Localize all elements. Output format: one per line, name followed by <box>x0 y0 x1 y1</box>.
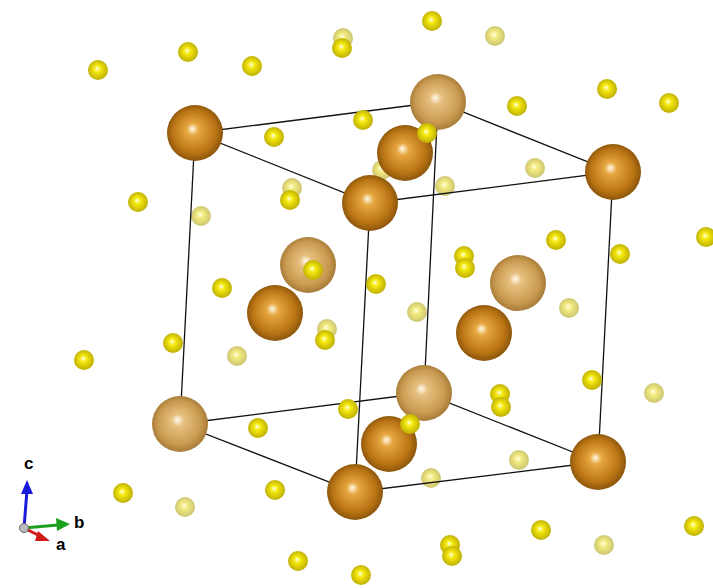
yellow-atoms-front <box>303 123 437 434</box>
metal-atoms-back <box>152 74 546 452</box>
axis-label: a <box>56 536 65 553</box>
yellow-atoms <box>74 11 713 585</box>
axis-label: b <box>74 514 84 531</box>
unit-cell <box>180 102 613 492</box>
metal-atoms <box>167 105 641 520</box>
yellow-atoms-back <box>175 26 664 555</box>
axis-triad <box>20 480 71 541</box>
axis-label: c <box>24 455 33 472</box>
